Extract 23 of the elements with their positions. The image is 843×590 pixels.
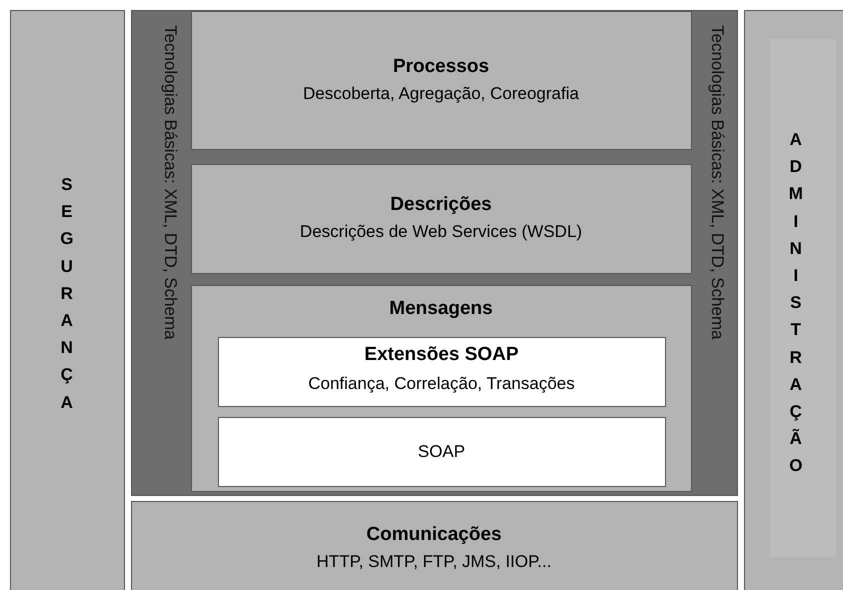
layer-box — [131, 501, 738, 590]
layer-title: Extensões SOAP — [363, 344, 520, 366]
layer-box — [191, 285, 692, 492]
panel-title: SEGURANÇA — [60, 174, 74, 414]
layer-box — [191, 164, 692, 274]
panel-title: ADMINISTRAÇÃO — [788, 129, 804, 478]
side-panel — [744, 10, 843, 590]
layer-description: SOAP — [416, 442, 466, 462]
side-panel — [10, 10, 125, 590]
layer-description: Descrições de Web Services (WSDL) — [298, 222, 584, 242]
layer-title: Processos — [392, 56, 490, 78]
layer-title: Comunicações — [365, 524, 503, 546]
vertical-label: Tecnologias Básicas: XML, DTD, Schema — [707, 25, 727, 340]
layer-box — [218, 417, 666, 487]
layer-description: Confiança, Correlação, Transações — [307, 374, 576, 394]
layer-box — [191, 11, 692, 150]
layer-title: Descrições — [389, 194, 493, 216]
layer-description: HTTP, SMTP, FTP, JMS, IIOP... — [316, 552, 552, 572]
layer-box — [218, 337, 666, 407]
vertical-label: Tecnologias Básicas: XML, DTD, Schema — [160, 25, 180, 340]
layer-description: Descoberta, Agregação, Coreografia — [302, 84, 580, 104]
technology-panel — [131, 10, 738, 496]
layer-title: Mensagens — [388, 298, 494, 320]
